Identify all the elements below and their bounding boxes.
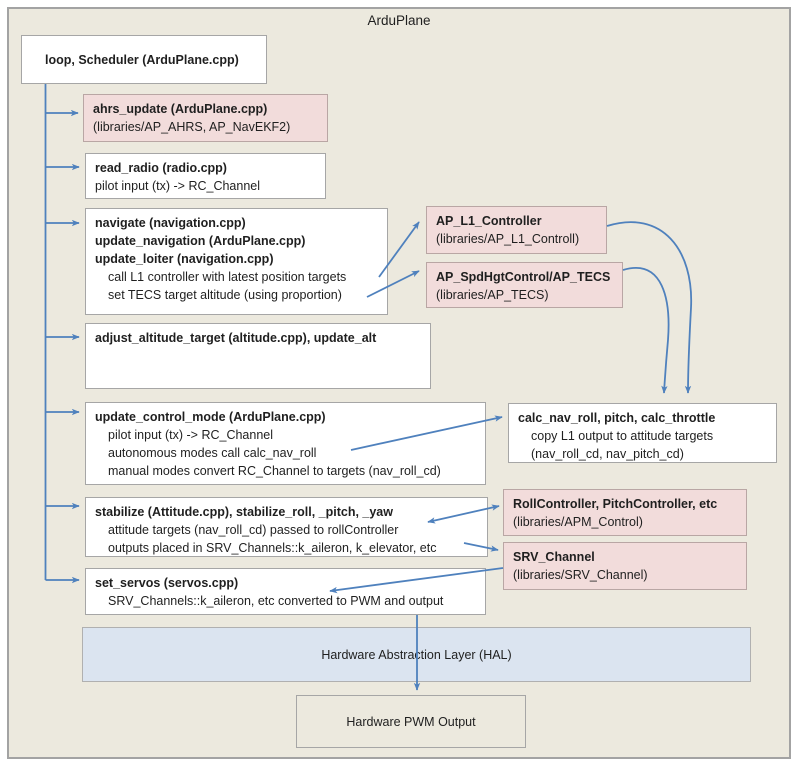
- box-ap-l1-controller: AP_L1_Controller (libraries/AP_L1_Contro…: [426, 206, 607, 254]
- box-navigate-title3: update_loiter (navigation.cpp): [95, 252, 274, 266]
- box-hal: Hardware Abstraction Layer (HAL): [82, 627, 751, 682]
- box-read-radio: read_radio (radio.cpp) pilot input (tx) …: [85, 153, 326, 199]
- box-calc-nav-roll: calc_nav_roll, pitch, calc_throttle copy…: [508, 403, 777, 463]
- box-navigate-line1: call L1 controller with latest position …: [108, 270, 347, 284]
- box-loop-scheduler: loop, Scheduler (ArduPlane.cpp): [21, 35, 267, 84]
- box-update-control-mode-title: update_control_mode (ArduPlane.cpp): [95, 410, 326, 424]
- box-roll-controller: RollController, PitchController, etc (li…: [503, 489, 747, 536]
- box-navigate-title2: update_navigation (ArduPlane.cpp): [95, 234, 306, 248]
- box-calc-nav-roll-line1: copy L1 output to attitude targets: [531, 429, 714, 443]
- box-ap-tecs-line: (libraries/AP_TECS): [436, 288, 549, 302]
- box-calc-nav-roll-title: calc_nav_roll, pitch, calc_throttle: [518, 411, 716, 425]
- box-roll-controller-line: (libraries/APM_Control): [513, 515, 643, 529]
- box-ap-tecs: AP_SpdHgtControl/AP_TECS (libraries/AP_T…: [426, 262, 623, 308]
- box-loop-scheduler-title: loop, Scheduler (ArduPlane.cpp): [45, 52, 239, 67]
- box-hal-title: Hardware Abstraction Layer (HAL): [321, 647, 512, 662]
- box-srv-channel-line: (libraries/SRV_Channel): [513, 568, 648, 582]
- box-stabilize-line2: outputs placed in SRV_Channels::k_ailero…: [108, 541, 437, 555]
- box-stabilize-line1: attitude targets (nav_roll_cd) passed to…: [108, 523, 399, 537]
- box-adjust-altitude: adjust_altitude_target (altitude.cpp), u…: [85, 323, 431, 389]
- box-adjust-altitude-title: adjust_altitude_target (altitude.cpp), u…: [95, 331, 377, 345]
- box-set-servos-title: set_servos (servos.cpp): [95, 576, 239, 590]
- box-read-radio-line: pilot input (tx) -> RC_Channel: [95, 179, 261, 193]
- box-update-control-mode-line3: manual modes convert RC_Channel to targe…: [108, 464, 441, 478]
- box-hardware-pwm-output-title: Hardware PWM Output: [346, 714, 476, 729]
- box-set-servos-line: SRV_Channels::k_aileron, etc converted t…: [108, 594, 444, 608]
- box-ahrs-update-line: (libraries/AP_AHRS, AP_NavEKF2): [93, 120, 291, 134]
- diagram-title: ArduPlane: [367, 13, 431, 28]
- box-navigate-title: navigate (navigation.cpp): [95, 216, 246, 230]
- box-update-control-mode: update_control_mode (ArduPlane.cpp) pilo…: [85, 402, 486, 485]
- box-stabilize-title: stabilize (Attitude.cpp), stabilize_roll…: [95, 505, 393, 519]
- box-ap-l1-controller-line: (libraries/AP_L1_Controll): [436, 232, 580, 246]
- box-srv-channel: SRV_Channel (libraries/SRV_Channel): [503, 542, 747, 590]
- box-ap-tecs-title: AP_SpdHgtControl/AP_TECS: [436, 270, 611, 284]
- box-read-radio-title: read_radio (radio.cpp): [95, 161, 227, 175]
- box-srv-channel-title: SRV_Channel: [513, 550, 595, 564]
- box-ap-l1-controller-title: AP_L1_Controller: [436, 214, 542, 228]
- box-calc-nav-roll-line2: (nav_roll_cd, nav_pitch_cd): [531, 447, 684, 461]
- box-update-control-mode-line2: autonomous modes call calc_nav_roll: [108, 446, 317, 460]
- box-ahrs-update: ahrs_update (ArduPlane.cpp) (libraries/A…: [83, 94, 328, 142]
- box-stabilize: stabilize (Attitude.cpp), stabilize_roll…: [85, 497, 488, 557]
- box-ahrs-update-title: ahrs_update (ArduPlane.cpp): [93, 102, 268, 116]
- box-set-servos: set_servos (servos.cpp) SRV_Channels::k_…: [85, 568, 486, 615]
- box-update-control-mode-line1: pilot input (tx) -> RC_Channel: [108, 428, 274, 442]
- box-navigate-line2: set TECS target altitude (using proporti…: [108, 288, 342, 302]
- box-navigate: navigate (navigation.cpp) update_navigat…: [85, 208, 388, 315]
- box-hardware-pwm-output: Hardware PWM Output: [296, 695, 526, 748]
- box-roll-controller-title: RollController, PitchController, etc: [513, 497, 718, 511]
